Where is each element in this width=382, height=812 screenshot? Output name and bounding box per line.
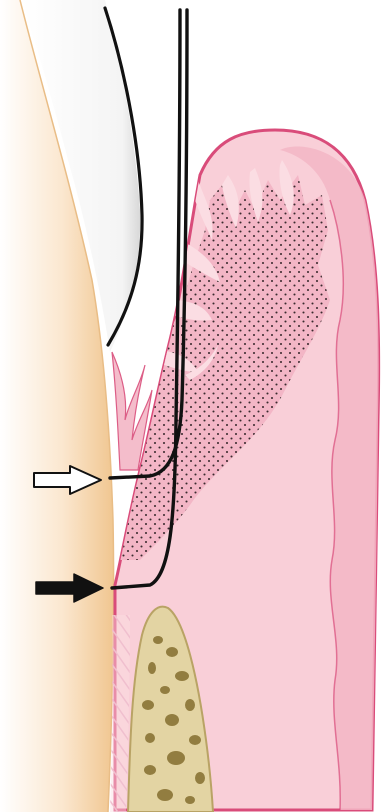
periodontal-diagram <box>0 0 382 812</box>
tooth-gingiva-cross-section <box>0 0 382 812</box>
